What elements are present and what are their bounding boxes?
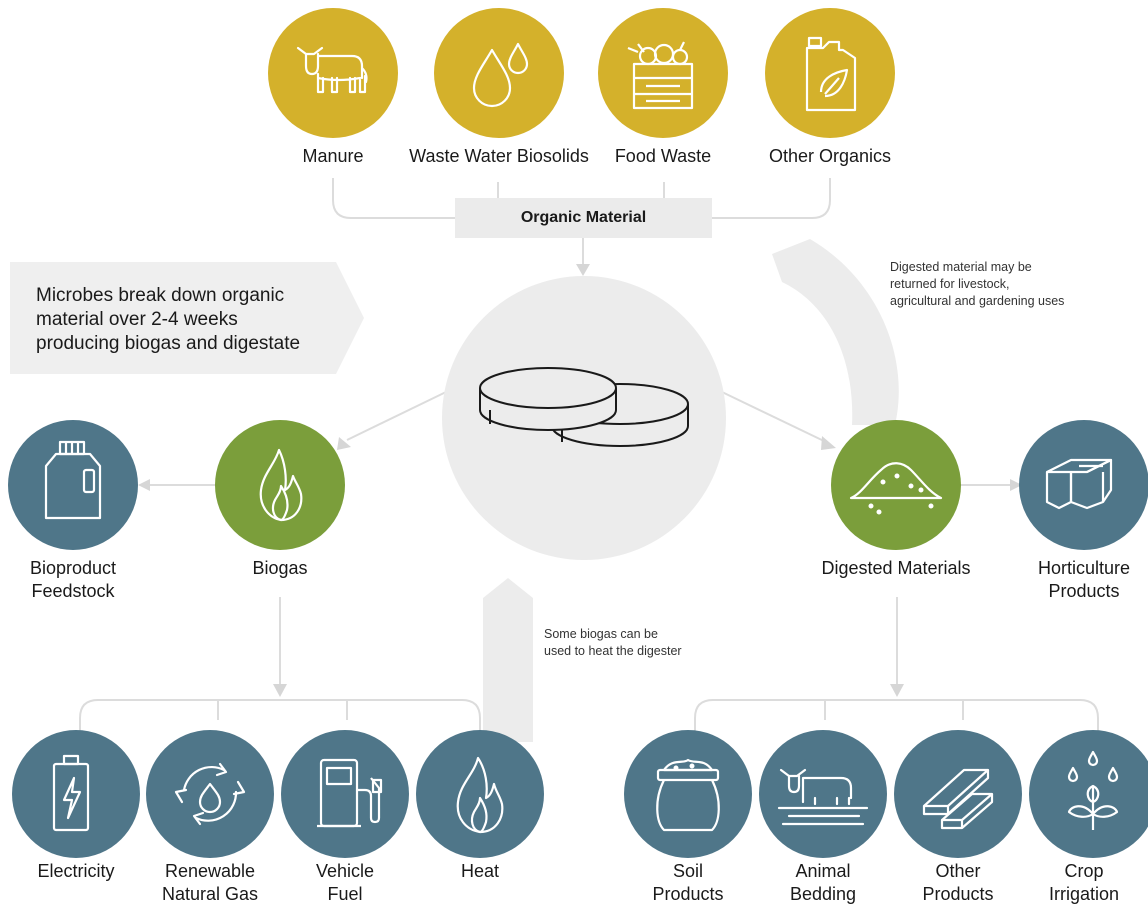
heat-note-line: used to heat the digester bbox=[544, 644, 682, 658]
renewable-natural-gas-node bbox=[146, 730, 274, 858]
food-waste-label: Food Waste bbox=[614, 146, 712, 166]
label-line: Soil bbox=[672, 861, 703, 881]
horticulture-products-node bbox=[1019, 420, 1148, 550]
returned-note-line: agricultural and gardening uses bbox=[890, 294, 1065, 308]
label-line: Horticulture bbox=[1037, 558, 1131, 578]
cow-icon bbox=[296, 46, 368, 94]
soil-pile-icon bbox=[849, 462, 943, 515]
planter-tray-icon bbox=[1045, 458, 1113, 510]
label-line: Irrigation bbox=[1048, 884, 1120, 904]
electricity-label: Electricity bbox=[37, 861, 115, 881]
label-line: Bedding bbox=[789, 884, 857, 904]
returned-note: Digested material may be returned for li… bbox=[890, 259, 1130, 310]
label-line: Fuel bbox=[327, 884, 363, 904]
renewable-natural-gas-label: Renewable Natural Gas bbox=[130, 860, 290, 906]
manure-label: Manure bbox=[302, 146, 364, 166]
soil-products-label: Soil Products bbox=[624, 860, 752, 906]
electricity-node bbox=[12, 730, 140, 858]
fuel-pump-icon bbox=[317, 758, 383, 828]
process-line: Microbes break down organic bbox=[36, 285, 285, 306]
flame-icon bbox=[259, 448, 303, 522]
water-drops-icon bbox=[472, 42, 529, 108]
bioproduct-feedstock-node bbox=[8, 420, 138, 550]
returned-note-line: Digested material may be bbox=[890, 260, 1032, 274]
returned-note-line: returned for livestock, bbox=[890, 277, 1010, 291]
label-line: Renewable bbox=[164, 861, 256, 881]
boards-icon bbox=[922, 768, 994, 830]
heat-note-line: Some biogas can be bbox=[544, 627, 658, 641]
label-line: Products bbox=[1048, 581, 1120, 601]
animal-bedding-label: Animal Bedding bbox=[759, 860, 887, 906]
process-line: producing biogas and digestate bbox=[36, 333, 301, 354]
other-products-node bbox=[894, 730, 1022, 858]
digested-materials-label: Digested Materials bbox=[821, 558, 971, 578]
jug-icon bbox=[44, 440, 102, 520]
other-organics-label: Other Organics bbox=[768, 146, 892, 166]
biosolids-label: Waste Water Biosolids bbox=[409, 146, 589, 166]
heat-note: Some biogas can be used to heat the dige… bbox=[544, 626, 744, 660]
other-products-label: Other Products bbox=[894, 860, 1022, 906]
manure-node bbox=[268, 8, 398, 138]
label-line: Products bbox=[652, 884, 724, 904]
crop-irrigation-node bbox=[1029, 730, 1148, 858]
sprout-drops-icon bbox=[1067, 750, 1119, 830]
cycle-drop-icon bbox=[174, 762, 246, 826]
vehicle-fuel-node bbox=[281, 730, 409, 858]
heat-label: Heat bbox=[460, 861, 500, 881]
other-organics-node bbox=[765, 8, 895, 138]
label-line: Natural Gas bbox=[161, 884, 259, 904]
leaf-jerrycan-icon bbox=[805, 36, 857, 112]
bioproduct-feedstock-label: Bioproduct Feedstock bbox=[0, 557, 146, 603]
digested-materials-node bbox=[831, 420, 961, 550]
biogas-label: Biogas bbox=[252, 558, 308, 578]
food-waste-node bbox=[598, 8, 728, 138]
digester-tanks-icon bbox=[479, 367, 689, 447]
label-line: Animal bbox=[795, 861, 851, 881]
vehicle-fuel-label: Vehicle Fuel bbox=[281, 860, 409, 906]
soil-sack-icon bbox=[656, 758, 720, 832]
cow-bedding-icon bbox=[777, 768, 869, 826]
biosolids-node bbox=[434, 8, 564, 138]
label-line: Crop bbox=[1064, 861, 1104, 881]
label-line: Products bbox=[922, 884, 994, 904]
label-line: Bioproduct bbox=[29, 558, 117, 578]
biogas-node bbox=[215, 420, 345, 550]
organic-material-box: Organic Material bbox=[455, 198, 712, 238]
process-description: Microbes break down organic material ove… bbox=[36, 284, 346, 356]
label-line: Vehicle bbox=[315, 861, 375, 881]
soil-products-node bbox=[624, 730, 752, 858]
vegetable-crate-icon bbox=[627, 41, 694, 110]
process-line: material over 2-4 weeks bbox=[36, 309, 238, 330]
label-line: Feedstock bbox=[31, 581, 115, 601]
heat-node bbox=[416, 730, 544, 858]
fire-icon bbox=[456, 756, 504, 834]
crop-irrigation-label: Crop Irrigation bbox=[1020, 860, 1148, 906]
battery-bolt-icon bbox=[52, 754, 90, 832]
label-line: Other bbox=[935, 861, 981, 881]
horticulture-products-label: Horticulture Products bbox=[1012, 557, 1148, 603]
animal-bedding-node bbox=[759, 730, 887, 858]
